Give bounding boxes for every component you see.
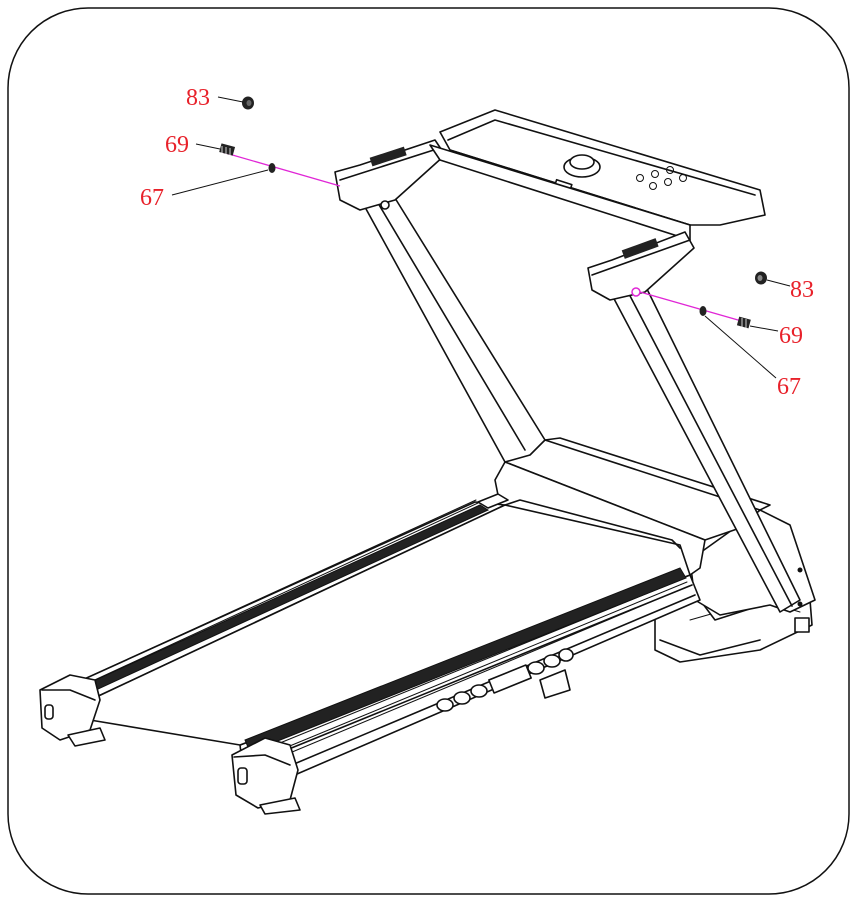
- right-bolt-69: [736, 316, 751, 329]
- left-upright: [359, 189, 546, 463]
- right-washer-67: [699, 306, 707, 316]
- callout-labels: 83 69 67 83 69 67: [140, 85, 814, 400]
- right-hardware: [639, 271, 791, 379]
- left-bolt-69: [219, 143, 236, 157]
- console: [439, 109, 766, 236]
- left-washer-67: [268, 163, 276, 173]
- right-bolt-axis: [639, 291, 746, 323]
- callout-right-83: 83: [790, 277, 814, 303]
- callout-left-67: 67: [140, 185, 164, 211]
- rear-left-end-cap: [39, 674, 106, 747]
- bolt-hole: [797, 601, 803, 607]
- callout-right-69: 69: [779, 323, 803, 349]
- belt-edge: [504, 499, 681, 549]
- deck-buttons: [436, 648, 574, 712]
- left-handlebar: [334, 139, 691, 241]
- left-hardware: [171, 96, 341, 196]
- callout-left-69: 69: [165, 132, 189, 158]
- frame-border: [7, 7, 850, 895]
- left-bolt-axis: [221, 151, 341, 187]
- bolt-hole: [797, 567, 803, 573]
- right-handlebar: [587, 231, 695, 301]
- treadmill-drawing: [39, 109, 816, 815]
- lower-bracket: [539, 669, 571, 699]
- deck-clip: [477, 493, 509, 509]
- callout-left-83: 83: [186, 85, 210, 111]
- rear-right-end-cap: [231, 737, 301, 815]
- callout-right-67: 67: [777, 374, 801, 400]
